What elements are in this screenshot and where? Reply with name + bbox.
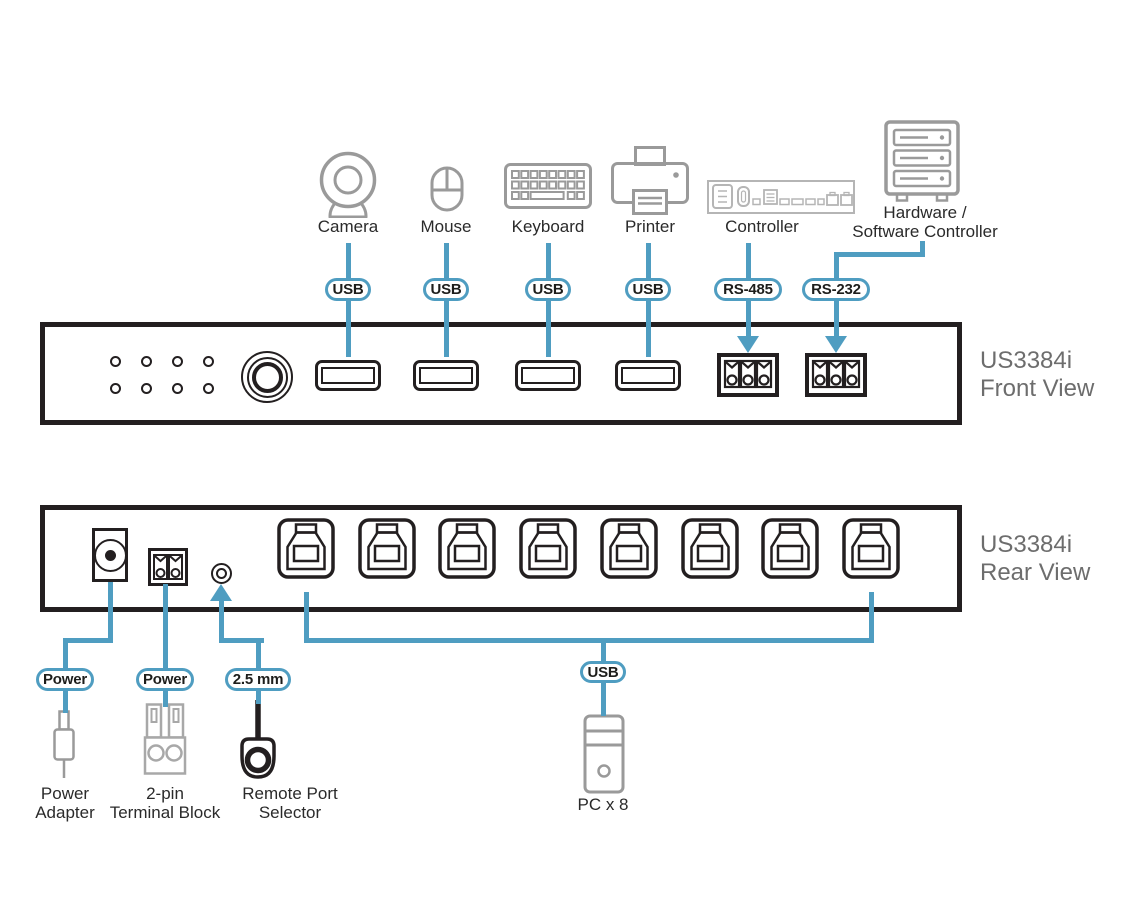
power-pill-adapter: Power <box>36 668 94 691</box>
usb-bracket-bar <box>303 638 874 643</box>
keyboard-label: Keyboard <box>511 217 585 236</box>
mouse-icon <box>430 166 464 217</box>
printer-connector-line <box>645 243 651 279</box>
usb-pill-camera: USB <box>325 278 371 301</box>
power-adapter-line <box>62 690 68 713</box>
rs485-pill: RS-485 <box>714 278 782 301</box>
pc-label: PC x 8 <box>577 795 629 814</box>
hw-sw-connector-line <box>833 252 839 279</box>
usb-a-port <box>315 360 381 391</box>
rs232-terminal-port <box>805 353 867 402</box>
hw-sw-controller-label: Hardware / Software Controller <box>852 203 998 241</box>
camera-connector-line <box>345 243 351 279</box>
power-adapter-label: Power Adapter <box>35 784 95 822</box>
power-jack-line <box>62 638 68 668</box>
terminal-block-line <box>162 690 168 707</box>
status-led <box>110 356 121 367</box>
rear-panel <box>40 505 962 612</box>
rs232-pill: RS-232 <box>802 278 870 301</box>
usb-b-port <box>519 518 577 585</box>
controller-label: Controller <box>725 217 799 236</box>
usb-pill-printer: USB <box>625 278 671 301</box>
rs485-port-line <box>745 300 751 338</box>
usb-a-port-slot <box>521 367 575 384</box>
terminal-block-label: 2-pin Terminal Block <box>109 784 221 822</box>
rs485-arrow-icon <box>737 336 759 353</box>
port-selection-knob-center <box>251 361 283 393</box>
rs232-arrow-icon <box>825 336 847 353</box>
usb-pc-line <box>600 683 606 716</box>
usb-a-port-slot <box>419 367 473 384</box>
remote-selector-label: Remote Port Selector <box>242 784 338 822</box>
remote-selector-line <box>218 638 264 643</box>
usb-pill-keyboard: USB <box>525 278 571 301</box>
terminal-block-2pin-icon <box>143 703 187 780</box>
keyboard-port-line <box>545 300 551 357</box>
status-led <box>141 383 152 394</box>
usb-a-port <box>515 360 581 391</box>
status-led <box>172 356 183 367</box>
power-jack-line <box>107 582 113 643</box>
rs232-port-line <box>833 300 839 338</box>
remote-selector-line <box>218 600 224 643</box>
hw-sw-connector-line <box>833 252 925 257</box>
status-led <box>203 383 214 394</box>
usb-b-port <box>438 518 497 585</box>
status-led <box>141 356 152 367</box>
power-pill-terminal: Power <box>136 668 194 691</box>
usb-a-port <box>413 360 479 391</box>
front-panel <box>40 322 962 425</box>
printer-port-line <box>645 300 651 357</box>
server-icon <box>884 120 960 207</box>
controller-icon <box>707 180 855 219</box>
keyboard-icon <box>504 163 592 214</box>
usb-b-port <box>357 518 416 585</box>
dc-power-jack-pin <box>104 549 116 561</box>
printer-label: Printer <box>624 217 676 236</box>
printer-icon <box>610 146 690 221</box>
pc-tower-icon <box>583 714 625 799</box>
camera-port-line <box>345 300 351 357</box>
usb-b-port <box>680 518 739 585</box>
mouse-port-line <box>443 300 449 357</box>
usb-bracket-right <box>868 592 874 643</box>
status-led <box>203 356 214 367</box>
power-adapter-icon <box>50 710 78 785</box>
controller-connector-line <box>745 243 751 279</box>
usb-b-port <box>277 518 335 585</box>
usb-b-port <box>761 518 819 585</box>
status-led <box>110 383 121 394</box>
remote-selector-line <box>255 638 261 668</box>
remote-port-selector-icon <box>238 700 278 785</box>
usb-bracket-stem <box>600 638 606 663</box>
usb-b-port <box>600 518 658 585</box>
mouse-label: Mouse <box>420 217 472 236</box>
led-grid <box>110 356 214 394</box>
status-led <box>172 383 183 394</box>
usb-a-port <box>615 360 681 391</box>
usb-a-port-slot <box>621 367 675 384</box>
usb-bracket-left <box>303 592 309 643</box>
rs485-terminal-port <box>717 353 779 402</box>
rear-terminal-block-2pin <box>148 548 188 591</box>
terminal-block-line <box>162 584 168 668</box>
keyboard-connector-line <box>545 243 551 279</box>
jack-25mm-pill: 2.5 mm <box>225 668 291 691</box>
rear-view-title: US3384i Rear View <box>980 531 1091 586</box>
hw-sw-connector-line <box>919 241 925 257</box>
camera-label: Camera <box>317 217 379 236</box>
remote-selector-arrow-icon <box>210 584 232 601</box>
mouse-connector-line <box>443 243 449 279</box>
camera-icon <box>317 150 379 223</box>
remote-selector-line <box>255 690 261 704</box>
usb-pill-pc: USB <box>580 661 626 683</box>
usb-a-port-slot <box>321 367 375 384</box>
usb-pill-mouse: USB <box>423 278 469 301</box>
usb-b-port <box>842 518 900 585</box>
power-jack-line <box>62 638 113 643</box>
front-view-title: US3384i Front View <box>980 347 1095 402</box>
remote-selector-jack-hole <box>215 567 227 579</box>
